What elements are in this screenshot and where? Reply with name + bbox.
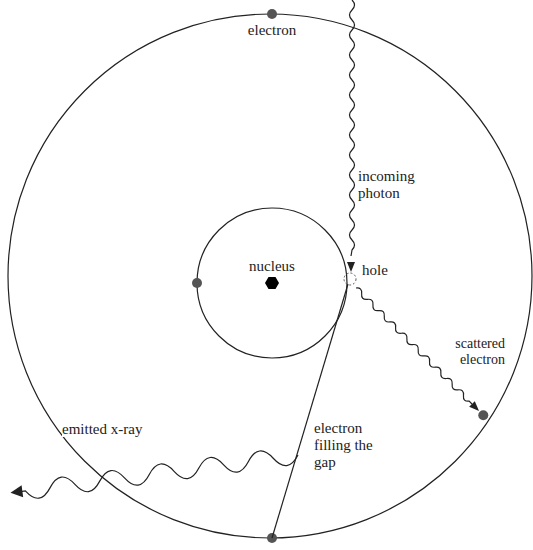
nucleus-symbol [265,277,279,289]
nucleus-label: nucleus [232,258,312,275]
arrowhead [347,262,355,272]
electron-dot [192,278,202,288]
hole-symbol [344,273,356,285]
photon-label: incoming photon [358,168,430,202]
label-text: hole [362,262,388,278]
electron-label: electron [232,22,312,39]
inner-shell [197,208,347,358]
xray-wave [9,446,299,502]
outer-shell [8,14,532,538]
label-text: emitted x-ray [62,421,142,437]
label-text: electron [248,22,296,38]
scattered-electron-label: scattered electron [425,336,505,368]
label-text: electron filling the gap [314,420,373,470]
label-text: nucleus [249,258,295,274]
transition-line [272,284,348,538]
photon-wave [350,0,355,256]
transition-label: electron filling the gap [314,420,398,471]
label-text: scattered electron [455,336,505,367]
electron-dot [267,9,277,19]
label-text: incoming photon [358,168,415,201]
hole-label: hole [362,262,412,279]
xray-label: emitted x-ray [62,421,202,438]
